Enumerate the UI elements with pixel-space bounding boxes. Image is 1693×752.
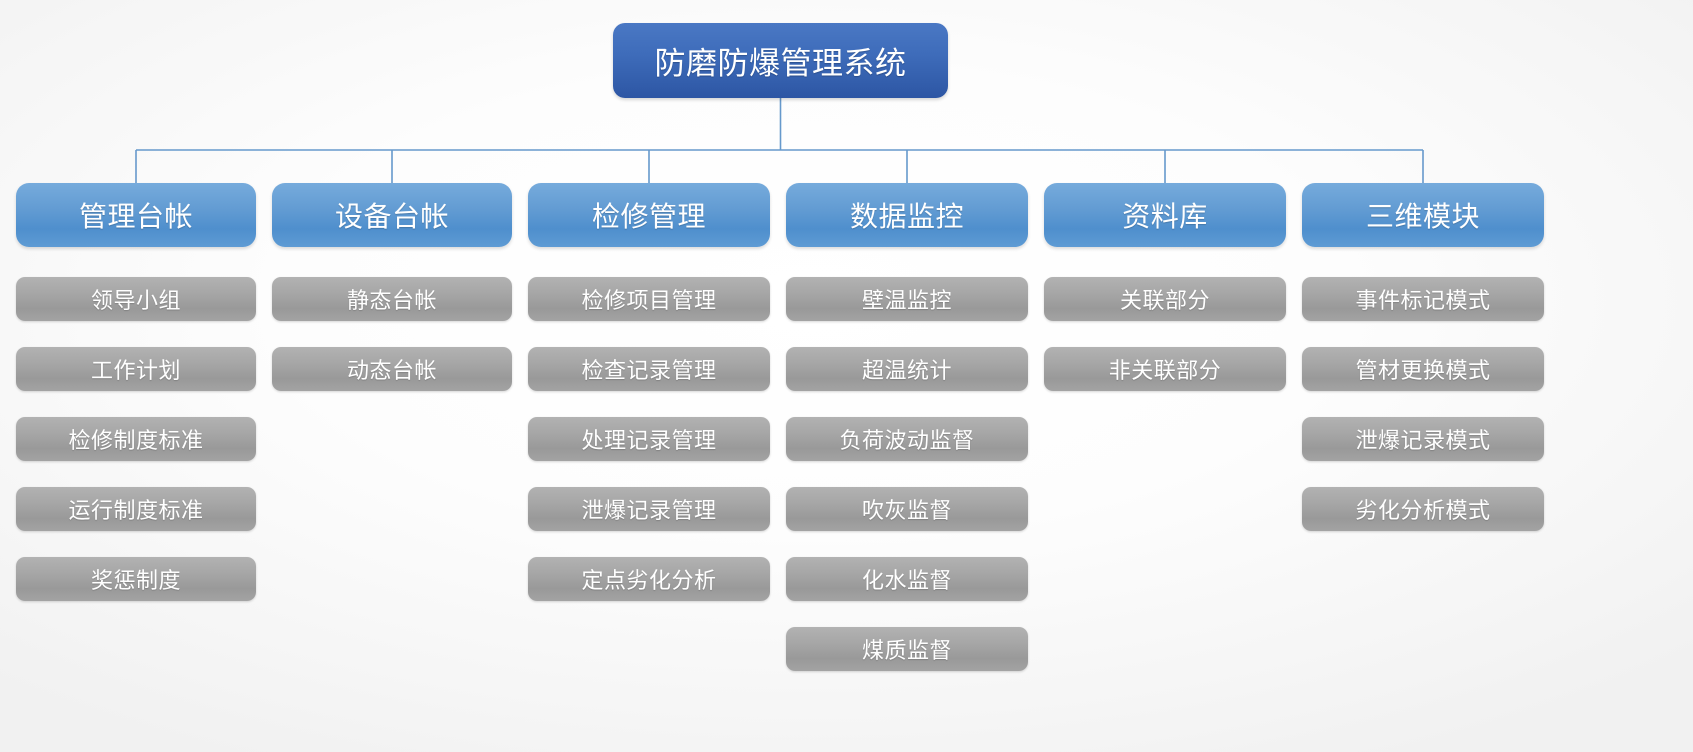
- level3-node-4-3[interactable]: 负荷波动监督: [786, 417, 1028, 461]
- level2-node-3[interactable]: 检修管理: [528, 183, 770, 247]
- level3-node-1-4[interactable]: 运行制度标准: [16, 487, 256, 531]
- level3-node-4-6[interactable]: 煤质监督: [786, 627, 1028, 671]
- level3-node-6-1[interactable]: 事件标记模式: [1302, 277, 1544, 321]
- level3-node-6-2[interactable]: 管材更换模式: [1302, 347, 1544, 391]
- level3-node-3-5[interactable]: 定点劣化分析: [528, 557, 770, 601]
- root-node[interactable]: 防磨防爆管理系统: [613, 23, 948, 98]
- level3-node-6-4[interactable]: 劣化分析模式: [1302, 487, 1544, 531]
- level2-node-6[interactable]: 三维模块: [1302, 183, 1544, 247]
- level3-node-1-1[interactable]: 领导小组: [16, 277, 256, 321]
- level2-node-5[interactable]: 资料库: [1044, 183, 1286, 247]
- level2-node-1[interactable]: 管理台帐: [16, 183, 256, 247]
- level2-node-2[interactable]: 设备台帐: [272, 183, 512, 247]
- level3-node-3-1[interactable]: 检修项目管理: [528, 277, 770, 321]
- level3-node-3-2[interactable]: 检查记录管理: [528, 347, 770, 391]
- level3-node-3-3[interactable]: 处理记录管理: [528, 417, 770, 461]
- level3-node-4-1[interactable]: 壁温监控: [786, 277, 1028, 321]
- level3-node-6-3[interactable]: 泄爆记录模式: [1302, 417, 1544, 461]
- level3-node-1-3[interactable]: 检修制度标准: [16, 417, 256, 461]
- level3-node-2-1[interactable]: 静态台帐: [272, 277, 512, 321]
- level3-node-5-1[interactable]: 关联部分: [1044, 277, 1286, 321]
- level3-node-1-2[interactable]: 工作计划: [16, 347, 256, 391]
- level3-node-4-5[interactable]: 化水监督: [786, 557, 1028, 601]
- level3-node-5-2[interactable]: 非关联部分: [1044, 347, 1286, 391]
- level3-node-1-5[interactable]: 奖惩制度: [16, 557, 256, 601]
- level3-node-3-4[interactable]: 泄爆记录管理: [528, 487, 770, 531]
- level3-node-4-2[interactable]: 超温统计: [786, 347, 1028, 391]
- level3-node-2-2[interactable]: 动态台帐: [272, 347, 512, 391]
- level2-node-4[interactable]: 数据监控: [786, 183, 1028, 247]
- level3-node-4-4[interactable]: 吹灰监督: [786, 487, 1028, 531]
